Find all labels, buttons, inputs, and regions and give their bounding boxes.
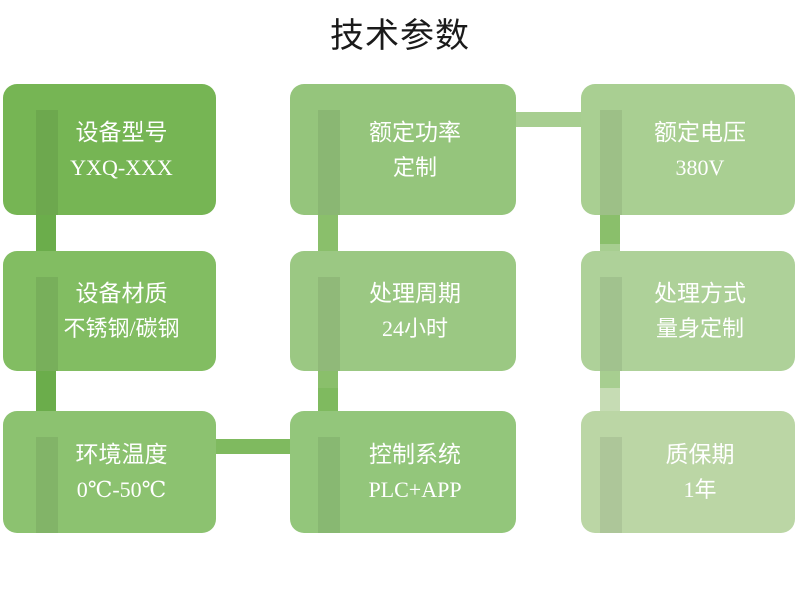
card-device-material[interactable]: 设备材质 不锈钢/碳钢 (3, 251, 216, 371)
card-notch (600, 277, 622, 371)
card-value: 不锈钢/碳钢 (63, 316, 180, 341)
card-value: 定制 (392, 154, 437, 180)
card-value: 1年 (683, 477, 717, 502)
card-ambient-temperature[interactable]: 环境温度 0℃-50℃ (3, 411, 216, 533)
card-title: 额定电压 (654, 119, 746, 145)
card-value: YXQ-XXX (70, 154, 173, 180)
card-notch (318, 110, 340, 215)
card-title: 处理周期 (369, 281, 461, 306)
card-title: 设备材质 (75, 281, 168, 306)
card-title: 控制系统 (369, 442, 461, 467)
card-notch (36, 277, 58, 371)
card-title: 额定功率 (369, 119, 461, 145)
card-title: 环境温度 (75, 442, 168, 467)
card-notch (36, 110, 58, 215)
card-notch (318, 437, 340, 533)
card-notch (36, 437, 58, 533)
card-value: 0℃-50℃ (76, 477, 167, 502)
card-value: 量身定制 (655, 316, 744, 341)
card-value: 380V (675, 154, 725, 180)
card-title: 设备型号 (75, 119, 168, 145)
card-rated-power[interactable]: 额定功率 定制 (290, 84, 516, 215)
card-treatment-cycle[interactable]: 处理周期 24小时 (290, 251, 516, 371)
card-treatment-method[interactable]: 处理方式 量身定制 (581, 251, 795, 371)
card-control-system[interactable]: 控制系统 PLC+APP (290, 411, 516, 533)
card-notch (600, 437, 622, 533)
card-value: 24小时 (381, 316, 448, 341)
card-title: 质保期 (665, 442, 735, 467)
card-notch (600, 110, 622, 215)
card-title: 处理方式 (654, 281, 746, 306)
card-rated-voltage[interactable]: 额定电压 380V (581, 84, 795, 215)
card-notch (318, 277, 340, 371)
page-title: 技术参数 (330, 17, 470, 55)
card-warranty-period[interactable]: 质保期 1年 (581, 411, 795, 533)
card-value: PLC+APP (368, 477, 462, 502)
card-device-model[interactable]: 设备型号 YXQ-XXX (3, 84, 216, 215)
